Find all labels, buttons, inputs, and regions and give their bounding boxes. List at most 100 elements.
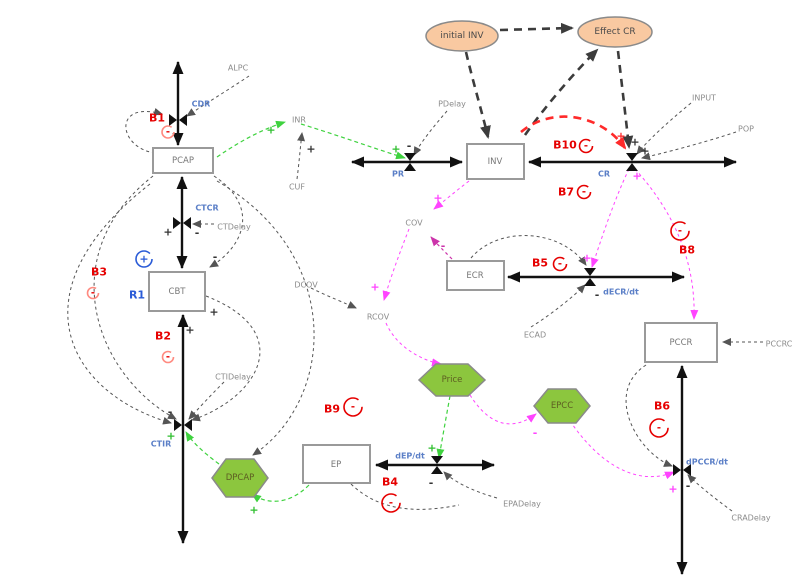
loop-b8-sign: -: [678, 226, 682, 237]
link-pcap-to-ctir-2: [67, 183, 172, 425]
conv-ecad[interactable]: ECAD: [524, 331, 546, 340]
link-rcov-to-price: [385, 322, 442, 367]
loop-b5-label: B5: [532, 257, 548, 270]
conv-inr[interactable]: INR: [292, 116, 306, 125]
sign-minus: -: [168, 406, 173, 419]
stock-pccr[interactable]: [644, 322, 718, 363]
sign-minus: -: [595, 289, 600, 302]
link-dpcap-to-ctir: [185, 431, 220, 465]
link-epadelay-to-dep: [443, 471, 498, 499]
loop-b9-label: B9: [324, 403, 340, 416]
node-labels: PCAP CBT INV ECR PCCR EP initial INV Eff…: [169, 27, 693, 483]
hex-price-label: Price: [442, 375, 463, 385]
conv-input[interactable]: INPUT: [692, 94, 716, 103]
loop-b8-icon: -: [670, 221, 690, 241]
loop-b1-label: B1: [149, 112, 165, 125]
conv-epadelay[interactable]: EPADelay: [503, 500, 541, 509]
aux-initial-inv-label: initial INV: [440, 31, 484, 41]
link-b10-inv-to-cr: [520, 115, 627, 150]
flow-dpccr-label: dPCCR/dt: [686, 458, 728, 467]
stock-ecr[interactable]: [446, 260, 505, 291]
sign-plus: +: [427, 442, 436, 455]
flow-cr-label: CR: [598, 170, 610, 179]
valve-ctir[interactable]: [174, 419, 192, 431]
aux-effect-cr[interactable]: [577, 16, 653, 48]
valve-dep[interactable]: [431, 456, 443, 474]
conv-pop[interactable]: POP: [738, 125, 754, 134]
loop-b8-label: B8: [679, 244, 695, 257]
hex-price[interactable]: [417, 363, 487, 397]
conv-ctidelay[interactable]: CTIDelay: [215, 373, 251, 382]
loop-b6-sign: -: [657, 423, 661, 434]
conv-ctdelay[interactable]: CTDelay: [217, 223, 251, 232]
link-inv-to-effectcr: [523, 48, 599, 136]
stock-pcap[interactable]: [152, 147, 214, 174]
valve-cdr[interactable]: [169, 114, 187, 126]
loop-b7-icon: -: [576, 184, 592, 200]
sign-plus: +: [640, 145, 649, 158]
flow-cdr-label: CDR: [192, 100, 211, 109]
link-price-to-epcc: [469, 394, 537, 425]
flow-decr-label: dECR/dt: [603, 288, 639, 297]
loop-b6-icon: -: [649, 418, 669, 438]
valve-ctcr[interactable]: [173, 217, 191, 229]
sign-plus: +: [166, 430, 175, 443]
link-b1-loop: [125, 107, 163, 154]
link-dcov-to-rcov: [310, 287, 357, 309]
conv-pdelay[interactable]: PDelay: [438, 100, 466, 109]
loop-b2-label: B2: [155, 330, 171, 343]
sign-minus: -: [213, 251, 218, 264]
valve-cr[interactable]: [626, 153, 638, 171]
link-b5-loop: [470, 235, 587, 266]
sign-plus: +: [249, 504, 258, 517]
sign-plus: +: [630, 136, 639, 149]
stock-inv[interactable]: [466, 143, 525, 180]
loop-b6-label: B6: [654, 400, 670, 413]
conv-rcov[interactable]: RCOV: [367, 313, 390, 322]
link-initialinv-to-inv: [464, 51, 491, 139]
link-ctidelay-to-ctir: [188, 381, 225, 420]
sign-plus: +: [370, 281, 379, 294]
stock-ep[interactable]: [302, 444, 371, 484]
valve-pr[interactable]: [404, 153, 416, 171]
conv-alpc[interactable]: ALPC: [228, 64, 249, 73]
causal-links-thick: [464, 22, 634, 150]
link-pcap-to-dpcap: [216, 180, 315, 456]
sign-minus: -: [441, 240, 446, 253]
conv-cuf[interactable]: CUF: [289, 183, 305, 192]
sign-minus: -: [407, 140, 412, 153]
loop-b7-label: B7: [558, 186, 574, 199]
loop-b2-sign: -: [166, 352, 170, 363]
sign-minus: -: [195, 227, 200, 240]
loop-b10-label: B10: [553, 139, 577, 152]
conv-cov[interactable]: COV: [405, 219, 423, 228]
valve-dpccr[interactable]: [673, 464, 691, 476]
loop-b1-sign: -: [166, 127, 170, 138]
hex-epcc[interactable]: [533, 388, 591, 424]
link-b6-loop: [625, 364, 673, 467]
sign-plus: +: [185, 324, 194, 337]
loop-b9-icon: -: [343, 397, 363, 417]
stock-cbt-label: CBT: [169, 287, 187, 297]
link-pop-to-cr: [641, 131, 737, 161]
stock-cbt[interactable]: [148, 271, 206, 312]
link-inr-to-pr: [300, 123, 406, 160]
loop-b10-icon: -: [578, 138, 594, 154]
flows: [169, 61, 737, 575]
hex-epcc-label: EPCC: [551, 401, 573, 411]
stock-pcap-label: PCAP: [172, 156, 194, 166]
conv-pccrc[interactable]: PCCRC: [766, 340, 793, 349]
conv-cradelay[interactable]: CRADelay: [731, 514, 771, 523]
conv-dcov[interactable]: DCOV: [294, 281, 318, 290]
valve-decr[interactable]: [584, 268, 596, 286]
stock-pccr-label: PCCR: [670, 338, 693, 348]
link-input-to-cr: [636, 102, 692, 155]
hex-dpcap[interactable]: [211, 458, 269, 498]
link-cradelay-to-dpccr: [687, 474, 733, 512]
nodes: [148, 16, 718, 498]
sign-plus: +: [668, 483, 677, 496]
hex-dpcap-label: DPCAP: [226, 473, 255, 483]
link-pcap-to-cbt: [209, 175, 244, 268]
aux-effect-cr-label: Effect CR: [594, 27, 635, 37]
aux-initial-inv[interactable]: [425, 20, 499, 52]
